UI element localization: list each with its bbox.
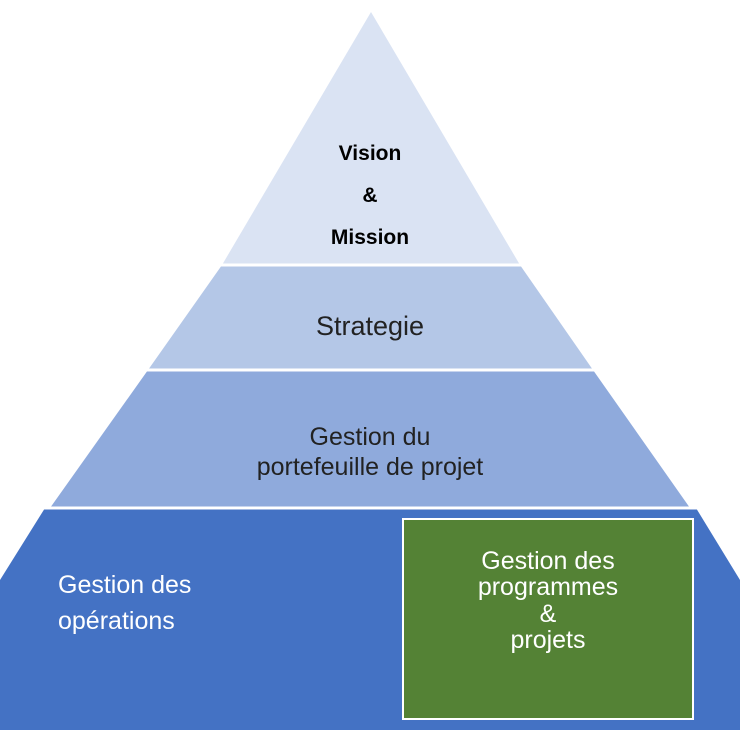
programs-line-3: &	[539, 599, 557, 628]
pyramid-level-strategy	[148, 265, 593, 370]
programs-projects-label: Gestion des programmes & projets	[402, 548, 694, 653]
operations-label: Gestion des opérations	[40, 568, 258, 639]
portfolio-label: Gestion du portefeuille de projet	[170, 422, 570, 482]
programs-line-1: Gestion des	[481, 547, 615, 575]
strategy-label: Strategie	[220, 310, 520, 342]
programs-line-2: programmes	[477, 573, 619, 602]
vision-mission-label: Vision & Mission	[270, 138, 470, 264]
strategy-text: Strategie	[315, 311, 425, 341]
pyramid-level-portfolio	[50, 370, 690, 508]
portfolio-line-1: Gestion du	[309, 423, 431, 451]
pyramid-level-vision	[222, 12, 520, 265]
programs-line-4: projets	[510, 625, 586, 654]
vision-text: Vision	[338, 142, 402, 165]
ampersand-text: &	[362, 184, 378, 207]
operations-line-1: Gestion des	[58, 571, 192, 599]
programs-projects-box	[402, 518, 694, 720]
portfolio-line-2: portefeuille de projet	[256, 453, 484, 481]
operations-line-2: opérations	[58, 606, 175, 635]
mission-text: Mission	[330, 226, 410, 249]
